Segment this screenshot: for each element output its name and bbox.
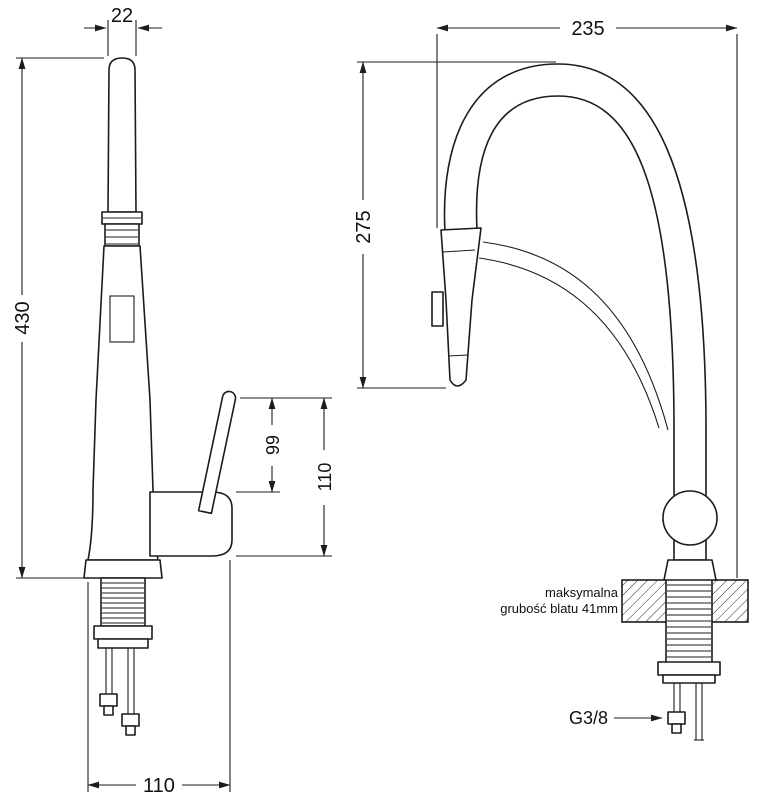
- mounting-shank: [93, 577, 153, 649]
- countertop-note-line2: grubość blatu 41mm: [500, 601, 618, 616]
- mounting-flange-right: [657, 661, 721, 676]
- dim-275-label: 275: [353, 210, 375, 243]
- supply-hoses: [99, 648, 140, 736]
- dim-width: 235: [436, 18, 738, 578]
- ball-joint: [662, 490, 718, 546]
- countertop-note: maksymalna grubość blatu 41mm: [500, 585, 619, 616]
- faucet-body: [87, 245, 159, 561]
- dim-99-label: 99: [263, 435, 283, 455]
- dim-handle-height: 110: [236, 397, 335, 557]
- thread-callout: G3/8: [569, 708, 663, 728]
- dim-spout-height: 275: [353, 61, 556, 389]
- dim-total-height: 430: [12, 57, 104, 579]
- base-flare-right: [663, 559, 717, 581]
- dim-handle-upper: 99: [236, 397, 332, 493]
- right-view-drawing: 235 275 maksymalna grubość blatu 41mm G3…: [353, 18, 749, 741]
- left-view-drawing: 22 430 99 110: [12, 5, 335, 797]
- mounting-bracket-right: [662, 674, 716, 684]
- spout-collar: [101, 211, 143, 247]
- dim-430-label: 430: [12, 301, 34, 334]
- spray-head-button: [431, 291, 444, 327]
- mounting-flange: [93, 625, 153, 640]
- body-label-plate: [109, 295, 135, 343]
- spray-head: [431, 227, 482, 387]
- mounting-shank-right: [657, 579, 721, 684]
- dim-110-bottom-label: 110: [143, 775, 175, 797]
- spout: [107, 57, 137, 213]
- mounting-bracket: [97, 638, 149, 649]
- handle-lever: [197, 390, 237, 515]
- handle-housing: [149, 491, 233, 557]
- supply-hoses-right: [667, 683, 704, 741]
- dim-235-label: 235: [571, 18, 604, 40]
- dim-spout-width: 22: [84, 5, 162, 56]
- thread-size-label: G3/8: [569, 708, 608, 728]
- dim-110-right-label: 110: [315, 463, 335, 492]
- dim-base-width: 110: [87, 560, 231, 797]
- dim-22-label: 22: [111, 5, 133, 27]
- pull-down-hose: [478, 241, 669, 431]
- countertop-note-line1: maksymalna: [545, 585, 619, 600]
- gooseneck-spout: [443, 63, 707, 561]
- base-flare: [83, 559, 163, 579]
